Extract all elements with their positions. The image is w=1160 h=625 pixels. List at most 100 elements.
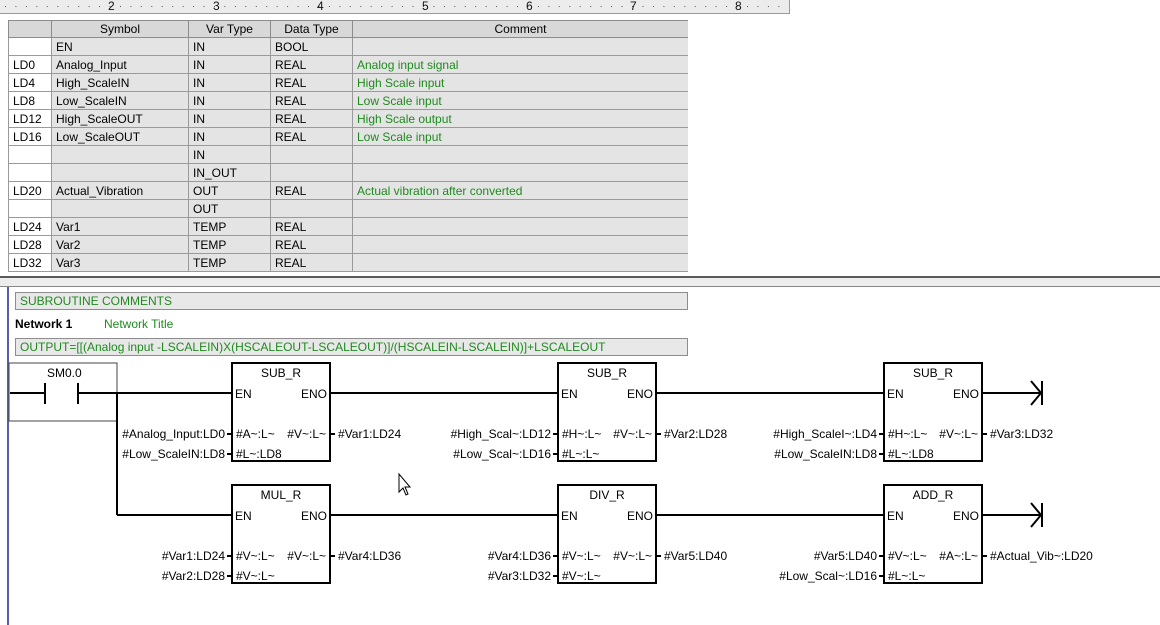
data-type-cell[interactable]: REAL [270, 109, 353, 128]
ruler-dot [297, 6, 299, 7]
comment-cell[interactable]: Analog input signal [352, 55, 688, 74]
symbol-cell[interactable] [51, 145, 189, 164]
data-type-cell[interactable]: BOOL [270, 37, 353, 56]
block-eno-pin: ENO [953, 387, 979, 401]
header-symbol[interactable]: Symbol [51, 20, 189, 38]
ruler-dot [57, 6, 59, 7]
block-frame[interactable] [883, 362, 983, 462]
symbol-cell[interactable]: Low_ScaleIN [51, 91, 189, 110]
var-type-cell[interactable]: IN [188, 55, 271, 74]
comment-cell[interactable]: Low Scale input [352, 127, 688, 146]
data-type-cell[interactable] [270, 199, 353, 218]
table-row[interactable]: IN_OUT [8, 163, 688, 182]
address-cell[interactable]: LD16 [8, 127, 52, 146]
operand-input2[interactable]: #Low_Scal~:LD16 [453, 447, 551, 461]
operand-input1[interactable]: #Analog_Input:LD0 [122, 427, 225, 441]
block-frame[interactable] [557, 484, 657, 584]
var-type-cell[interactable]: TEMP [188, 235, 271, 254]
comment-cell[interactable]: Low Scale input [352, 91, 688, 110]
block-frame[interactable] [557, 362, 657, 462]
operand-output[interactable]: #Actual_Vib~:LD20 [990, 549, 1093, 563]
data-type-cell[interactable]: REAL [270, 55, 353, 74]
network-comment-box[interactable]: OUTPUT=[[(Analog input -LSCALEIN)X(HSCAL… [15, 338, 688, 356]
block-frame[interactable] [883, 484, 983, 584]
header-comment[interactable]: Comment [352, 20, 688, 38]
operand-input1[interactable]: #Var1:LD24 [162, 549, 225, 563]
comment-cell[interactable] [352, 163, 688, 182]
ruler-dot [663, 6, 665, 7]
network-title[interactable]: Network Title [104, 317, 174, 331]
operand-output[interactable]: #Var3:LD32 [990, 427, 1053, 441]
data-type-cell[interactable]: REAL [270, 235, 353, 254]
var-type-cell[interactable]: IN [188, 127, 271, 146]
ruler-dot [736, 6, 738, 7]
address-cell[interactable]: LD8 [8, 91, 52, 110]
symbol-cell[interactable]: Var2 [51, 235, 189, 254]
symbol-cell[interactable]: Analog_Input [51, 55, 189, 74]
operand-input1[interactable]: #Var4:LD36 [488, 549, 551, 563]
block-frame[interactable] [231, 362, 331, 462]
contact-label: SM0.0 [47, 366, 82, 380]
data-type-cell[interactable]: REAL [270, 73, 353, 92]
operand-input2[interactable]: #Low_Scal~:LD16 [779, 569, 877, 583]
var-type-cell[interactable]: OUT [188, 199, 271, 218]
address-cell[interactable]: LD24 [8, 217, 52, 236]
symbol-cell[interactable]: EN [51, 37, 189, 56]
address-cell[interactable]: LD12 [8, 109, 52, 128]
address-cell[interactable]: LD20 [8, 181, 52, 200]
block-frame[interactable] [231, 484, 331, 584]
pane-splitter-handle[interactable] [0, 278, 1160, 287]
operand-output[interactable]: #Var1:LD24 [338, 427, 401, 441]
var-type-cell[interactable]: IN_OUT [188, 163, 271, 182]
data-type-cell[interactable]: REAL [270, 217, 353, 236]
comment-cell[interactable]: High Scale output [352, 109, 688, 128]
data-type-cell[interactable]: REAL [270, 127, 353, 146]
symbol-cell[interactable]: Var3 [51, 253, 189, 272]
data-type-cell[interactable]: REAL [270, 253, 353, 272]
symbol-cell[interactable]: Low_ScaleOUT [51, 127, 189, 146]
comment-cell[interactable] [352, 235, 688, 254]
symbol-cell[interactable]: Actual_Vibration [51, 181, 189, 200]
block-en-pin: EN [887, 387, 904, 401]
symbol-cell[interactable]: Var1 [51, 217, 189, 236]
operand-input2[interactable]: #Var2:LD28 [162, 569, 225, 583]
operand-output[interactable]: #Var5:LD40 [664, 549, 727, 563]
operand-input1[interactable]: #Var5:LD40 [814, 549, 877, 563]
symbol-cell[interactable]: High_ScaleOUT [51, 109, 189, 128]
header-data-type[interactable]: Data Type [270, 20, 353, 38]
operand-input1[interactable]: #High_ScaleI~:LD4 [773, 427, 877, 441]
comment-cell[interactable] [352, 145, 688, 164]
comment-cell[interactable] [352, 217, 688, 236]
data-type-cell[interactable] [270, 145, 353, 164]
operand-input1[interactable]: #High_Scal~:LD12 [451, 427, 552, 441]
comment-cell[interactable]: High Scale input [352, 73, 688, 92]
var-type-cell[interactable]: TEMP [188, 253, 271, 272]
symbol-cell[interactable] [51, 199, 189, 218]
operand-input2[interactable]: #Var3:LD32 [488, 569, 551, 583]
data-type-cell[interactable]: REAL [270, 91, 353, 110]
operand-output[interactable]: #Var4:LD36 [338, 549, 401, 563]
operand-input2[interactable]: #Low_ScaleIN:LD8 [122, 447, 225, 461]
symbol-cell[interactable]: High_ScaleIN [51, 73, 189, 92]
operand-input2[interactable]: #Low_ScaleIN:LD8 [774, 447, 877, 461]
operand-output[interactable]: #Var2:LD28 [664, 427, 727, 441]
table-row[interactable]: IN [8, 145, 688, 164]
subroutine-comments-box[interactable]: SUBROUTINE COMMENTS [15, 292, 688, 310]
var-type-cell[interactable]: IN [188, 73, 271, 92]
comment-cell[interactable] [352, 253, 688, 272]
